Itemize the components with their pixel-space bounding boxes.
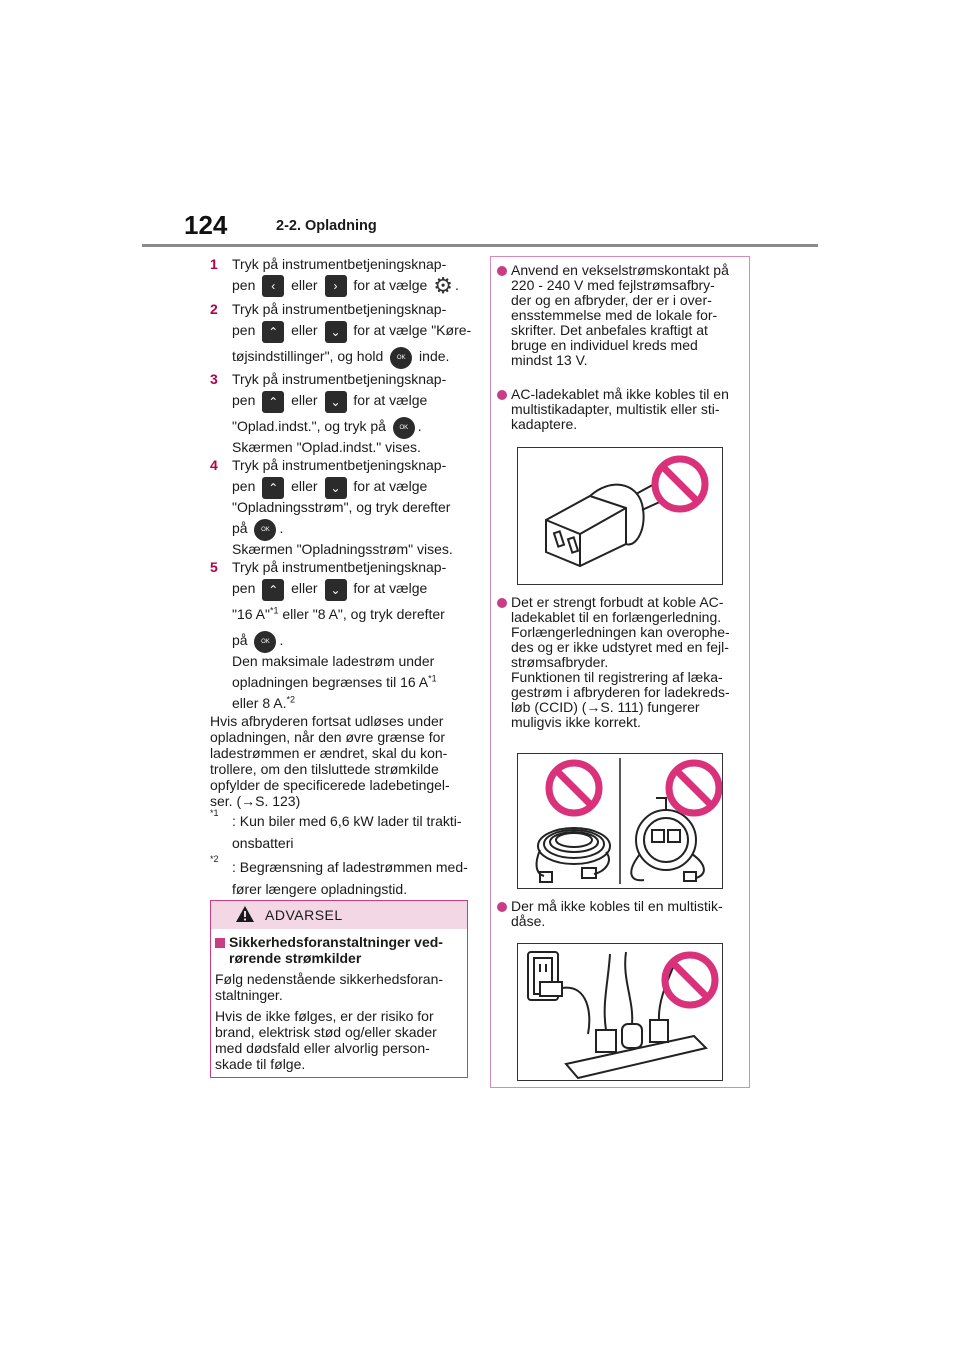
bullet-3: Det er strengt forbudt at koble AC- lade… [497,595,730,730]
bullet-dot-icon [497,598,507,608]
warning-header: ADVARSEL [211,901,467,929]
extension-cord-illustration [517,753,723,889]
step-2: 2 Tryk på instrumentbetjeningsknap- pen … [210,301,472,369]
ok-button-icon: OK [390,346,413,369]
right-column: Anvend en vekselstrømskontakt på 220 - 2… [490,256,750,1088]
bullet-4: Der må ikke kobles til en multistik- dås… [497,899,723,929]
extension-cord-image [535,758,723,884]
step-number: 2 [210,301,218,318]
down-arrow-icon: ⌄ [324,390,347,413]
step-number: 5 [210,559,218,576]
down-arrow-icon: ⌄ [324,320,347,343]
bullet-1: Anvend en vekselstrømskontakt på 220 - 2… [497,263,729,368]
up-arrow-icon: ⌃ [262,390,285,413]
gear-icon: ⚙ [433,273,453,299]
right-arrow-icon: › [324,275,347,298]
breaker-paragraph: Hvis afbryderen fortsat udløses under op… [210,713,450,810]
multi-socket-image [527,951,719,1080]
prohibition-icon [545,759,603,817]
step-number: 1 [210,256,218,272]
section-title: 2-2. Opladning [276,218,377,234]
step-number: 4 [210,457,218,474]
up-arrow-icon: ⌃ [262,320,285,343]
ok-button-icon: OK [392,416,415,439]
prohibition-icon [665,759,723,817]
prohibition-icon [651,455,709,513]
multi-socket-illustration [517,943,723,1081]
warning-triangle-icon [236,906,254,922]
warning-text-1: Følg nedenstående sikkerhedsforan- stalt… [215,971,444,1003]
adapter-plug-image [545,455,709,568]
prohibition-icon [661,951,719,1009]
warning-box: ADVARSEL Sikkerhedsforanstaltninger ved-… [210,900,468,1078]
ok-button-icon: OK [254,630,277,653]
bullet-2: AC-ladekablet må ikke kobles til en mult… [497,387,729,432]
step-1: 1 Tryk på instrumentbetjeningsknap- pen … [210,256,459,299]
step-5: 5 Tryk på instrumentbetjeningsknap- pen … [210,559,447,712]
warning-heading: Sikkerhedsforanstaltninger ved- rørende … [215,935,461,967]
page-number: 124 [184,210,228,240]
step-4: 4 Tryk på instrumentbetjeningsknap- pen … [210,457,453,558]
up-arrow-icon: ⌃ [262,476,285,499]
step-3: 3 Tryk på instrumentbetjeningsknap- pen … [210,371,447,456]
down-arrow-icon: ⌄ [324,476,347,499]
step-number: 3 [210,371,218,388]
square-bullet-icon [215,938,225,948]
down-arrow-icon: ⌄ [324,578,347,601]
bullet-dot-icon [497,390,507,400]
bullet-dot-icon [497,266,507,276]
footnote-1: *1 : Kun biler med 6,6 kW lader til trak… [210,808,462,852]
warning-text-2: Hvis de ikke følges, er der risiko for b… [215,1008,437,1072]
up-arrow-icon: ⌃ [262,578,285,601]
warning-body: Sikkerhedsforanstaltninger ved- rørende … [211,929,467,1073]
footnote-2: *2 : Begrænsning af ladestrømmen med- fø… [210,854,468,898]
bullet-dot-icon [497,902,507,912]
left-column: 1 Tryk på instrumentbetjeningsknap- pen … [210,256,472,897]
left-arrow-icon: ‹ [262,275,285,298]
header-rule [142,244,818,247]
adapter-illustration [517,447,723,585]
warning-title: ADVARSEL [265,907,343,923]
ok-button-icon: OK [254,518,277,541]
